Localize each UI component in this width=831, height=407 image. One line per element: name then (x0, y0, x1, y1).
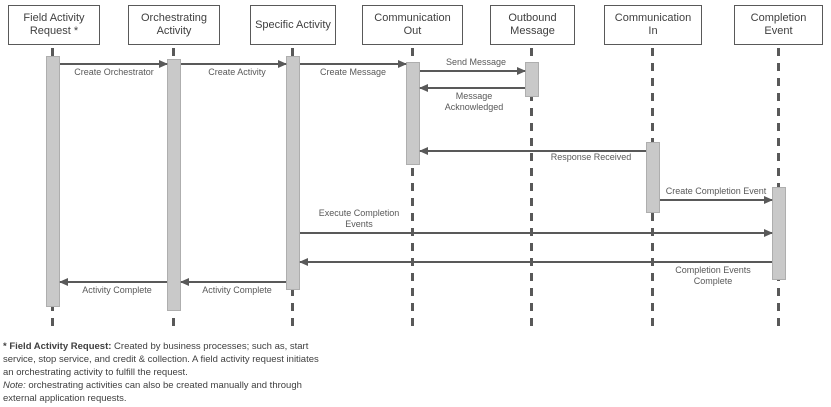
arrowhead-right-icon (764, 196, 773, 204)
header-label: Specific Activity (255, 18, 331, 31)
header-label: Orchestrating Activity (140, 12, 208, 37)
activation-bar-specific-activity (286, 56, 300, 290)
arrowhead-right-icon (159, 60, 168, 68)
arrowhead-left-icon (59, 278, 68, 286)
arrow-execute-completion-events (300, 229, 773, 237)
label-create-completion-event: Create Completion Event (665, 186, 767, 196)
label-execute-completion-events: Execute Completion Events (318, 208, 400, 229)
label-activity-complete-2: Activity Complete (202, 285, 272, 295)
arrowhead-right-icon (764, 229, 773, 237)
header-outbound-message: Outbound Message (490, 5, 575, 45)
arrow-create-activity (181, 60, 287, 68)
label-send-message: Send Message (445, 57, 507, 67)
label-create-orchestrator: Create Orchestrator (74, 67, 154, 77)
label-activity-complete-1: Activity Complete (82, 285, 152, 295)
arrowhead-right-icon (398, 60, 407, 68)
label-response-received: Response Received (550, 152, 632, 162)
arrow-activity-complete-2 (180, 278, 286, 286)
arrowhead-left-icon (180, 278, 189, 286)
arrow-response-received (419, 147, 646, 155)
activation-bar-outbound-message (525, 62, 539, 97)
header-label: Communication Out (374, 12, 451, 37)
header-label: Completion Event (750, 12, 807, 37)
label-create-message: Create Message (319, 67, 387, 77)
label-completion-events-complete: Completion Events Complete (675, 265, 751, 286)
arrow-create-orchestrator (60, 60, 168, 68)
header-label: Communication In (614, 12, 692, 37)
activation-bar-completion-event (772, 187, 786, 280)
lifeline-outbound-message (530, 48, 533, 333)
footnote-note-text: orchestrating activities can also be cre… (3, 380, 302, 404)
arrow-message-acknowledged (419, 84, 525, 92)
label-create-activity: Create Activity (208, 67, 266, 77)
activation-bar-orchestrating-activity (167, 59, 181, 311)
header-orchestrating-activity: Orchestrating Activity (128, 5, 220, 45)
label-message-acknowledged: Message Acknowledged (444, 91, 504, 112)
header-label: Field Activity Request * (23, 12, 85, 37)
arrow-create-message (300, 60, 407, 68)
arrowhead-left-icon (299, 258, 308, 266)
activation-bar-field-activity-request (46, 56, 60, 307)
arrow-completion-events-complete (299, 258, 772, 266)
header-label: Outbound Message (508, 12, 557, 37)
footnote-lead-text: Created by business processes; such as, … (3, 341, 319, 378)
arrow-send-message (420, 67, 526, 75)
footnote: * Field Activity Request: Created by bus… (3, 340, 329, 405)
footnote-lead-bold: * Field Activity Request: (3, 341, 112, 352)
header-communication-out: Communication Out (362, 5, 463, 45)
activation-bar-communication-in (646, 142, 660, 213)
arrowhead-left-icon (419, 147, 428, 155)
lifeline-communication-out (411, 48, 414, 333)
footnote-note-label: Note: (3, 380, 26, 391)
arrowhead-right-icon (278, 60, 287, 68)
header-communication-in: Communication In (604, 5, 702, 45)
arrow-activity-complete-1 (59, 278, 167, 286)
header-specific-activity: Specific Activity (250, 5, 336, 45)
arrow-create-completion-event (660, 196, 773, 204)
activation-bar-communication-out (406, 62, 420, 165)
arrowhead-right-icon (517, 67, 526, 75)
header-field-activity-request: Field Activity Request * (8, 5, 100, 45)
header-completion-event: Completion Event (734, 5, 823, 45)
arrowhead-left-icon (419, 84, 428, 92)
